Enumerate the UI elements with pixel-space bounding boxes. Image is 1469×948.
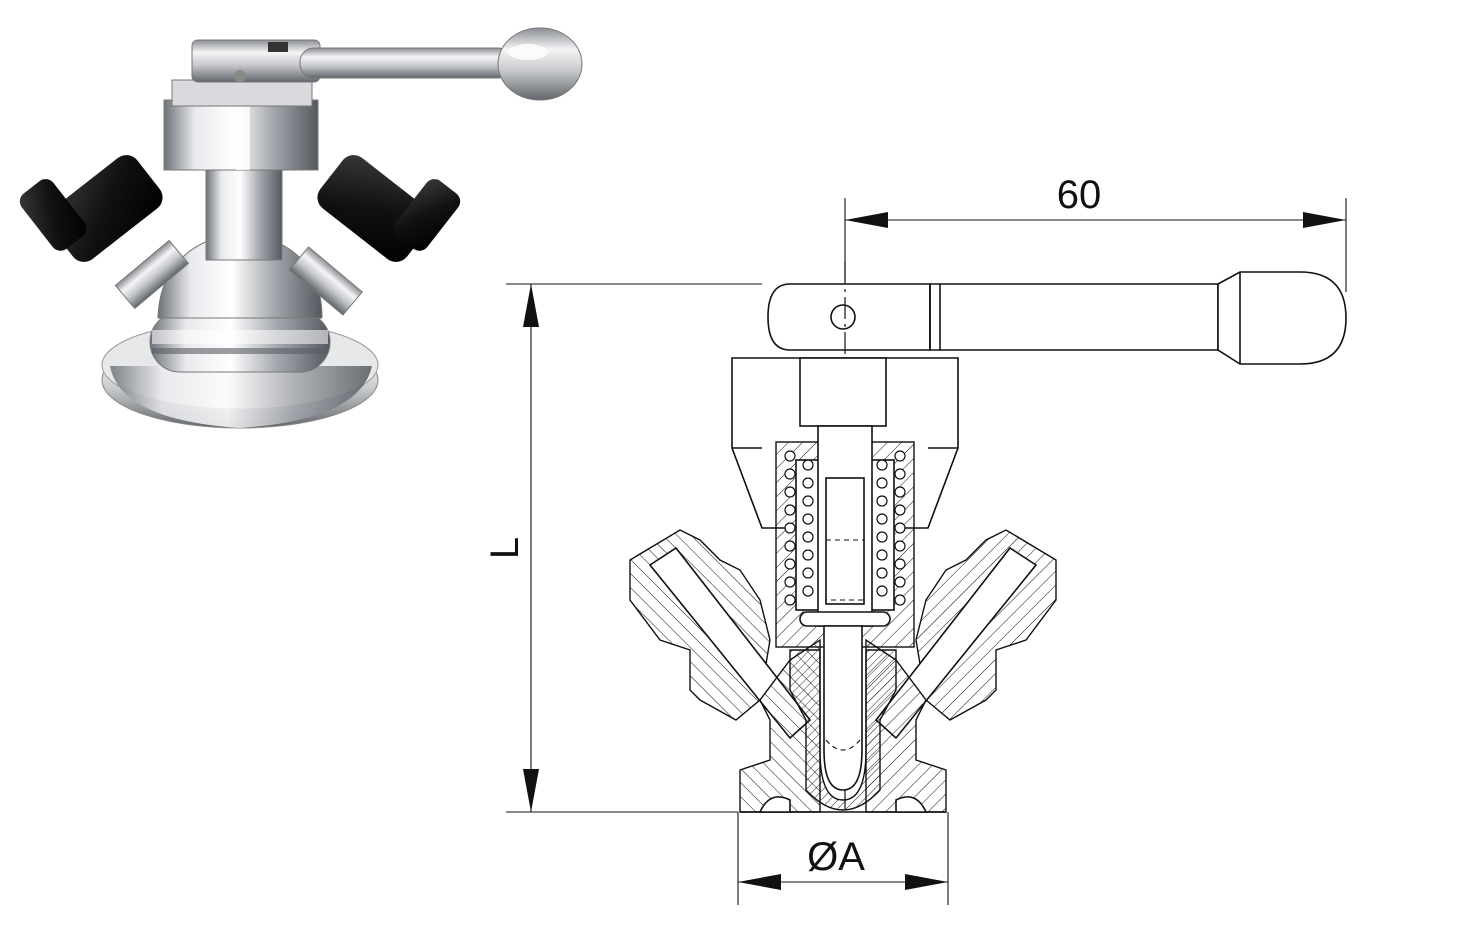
dimension-oa: ØA [737,812,949,905]
spring-coil [876,513,888,525]
spring-coil [802,585,814,597]
product-photo [19,27,583,429]
spring-coil [894,486,906,498]
spring-coil [876,567,888,579]
spring-coils [784,450,906,606]
spring-coil [894,576,906,588]
spring-coil [802,459,814,471]
spring-coil [894,540,906,552]
dimension-label-l: L [483,537,527,559]
spring-coil [784,558,796,570]
spring-coil [894,594,906,606]
spring-coil [876,585,888,597]
spring-coil [784,522,796,534]
dimension-label-60: 60 [1057,173,1102,217]
spring-coil [802,477,814,489]
spring-coil [876,459,888,471]
dimension-60: 60 [844,173,1347,292]
spring-coil [894,558,906,570]
spring-coil [784,486,796,498]
spring-coil [894,468,906,480]
spring-coil [802,531,814,543]
dimension-label-oa: ØA [807,835,865,879]
spring-coil [894,504,906,516]
spring-coil [876,531,888,543]
spring-coil [876,549,888,561]
spring-coil [894,522,906,534]
spring-coil [784,540,796,552]
spring-coil [784,504,796,516]
spring-coil [802,495,814,507]
technical-drawing: 60 L ØA [483,173,1347,905]
spring-coil [784,576,796,588]
plunger [789,625,897,811]
dimension-l: L [483,283,762,813]
spring-coil [784,450,796,462]
spring-coil [802,549,814,561]
spring-coil [784,594,796,606]
spring-coil [802,567,814,579]
spring-coil [876,477,888,489]
spring-housing [775,425,915,648]
spring-coil [802,513,814,525]
spring-coil [784,468,796,480]
spring-coil [894,450,906,462]
lever-handle [767,271,1347,365]
spring-coil [876,495,888,507]
